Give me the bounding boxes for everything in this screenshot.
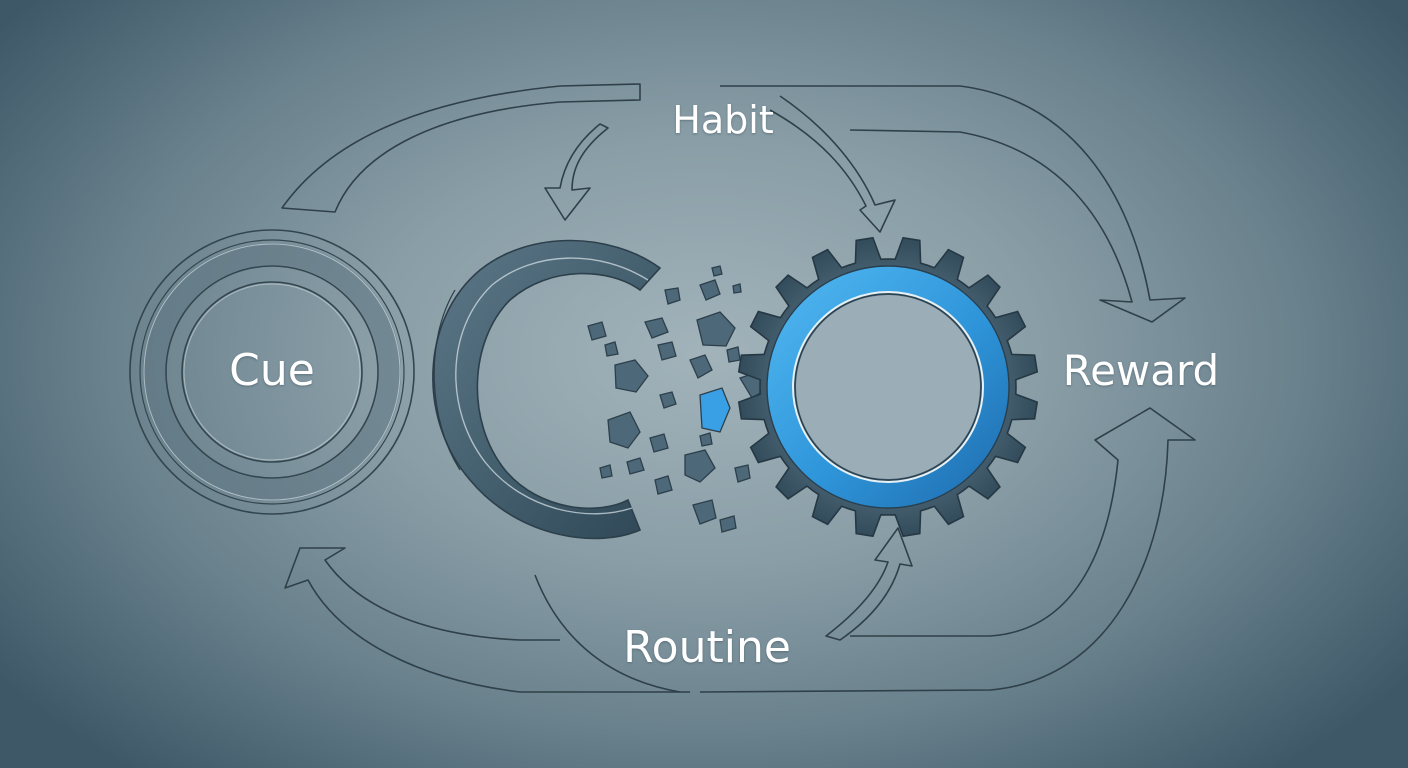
cycle-arrow-icon — [534, 574, 681, 693]
habit-label: Habit — [672, 98, 774, 142]
cycle-arrow-icon — [284, 547, 690, 693]
cycle-arrow-icon — [720, 85, 1186, 323]
cycle-arrow-icon — [544, 123, 609, 221]
fragments-icon — [587, 265, 793, 533]
cycle-arrow-icon — [281, 83, 641, 213]
broken-ring-icon — [432, 239, 662, 540]
reward-label: Reward — [1062, 346, 1220, 395]
gear-center — [796, 295, 980, 479]
cycle-arrows — [281, 83, 1196, 693]
gear-inner-ring — [766, 265, 1010, 509]
cycle-arrow-icon — [699, 407, 1196, 693]
cycle-arrow-icon — [769, 95, 896, 233]
cue-ring-icon — [129, 229, 415, 515]
cycle-arrow-icon — [825, 527, 913, 641]
routine-label: Routine — [623, 622, 791, 673]
cue-label: Cue — [229, 345, 315, 396]
